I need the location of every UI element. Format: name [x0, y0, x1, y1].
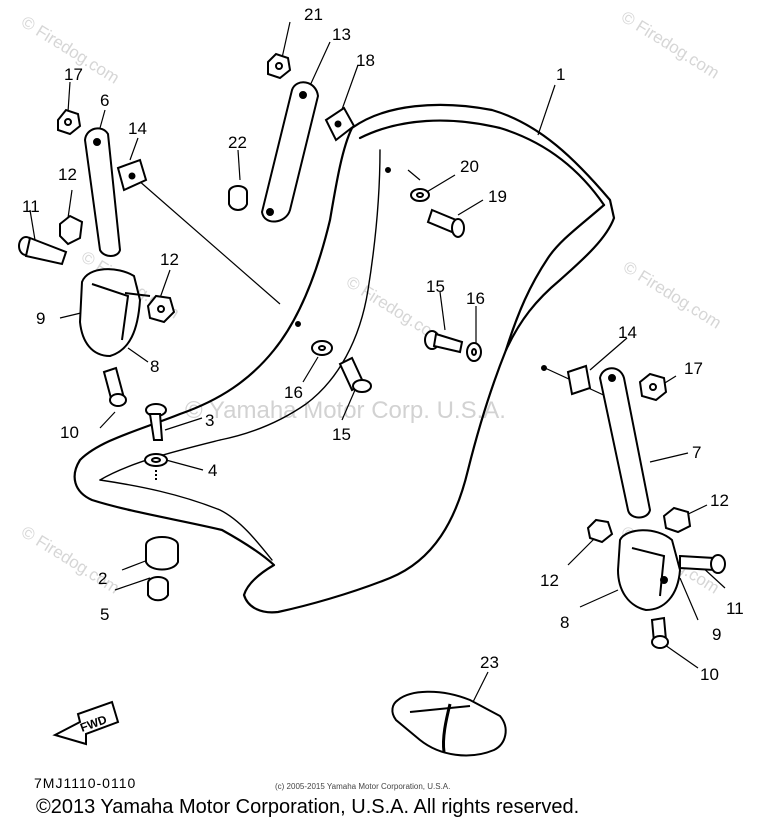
callout-18: 18 — [356, 51, 375, 70]
watermark-firedog: © Firedog.com — [618, 7, 723, 82]
callout-23: 23 — [480, 653, 499, 672]
washer-20 — [385, 167, 430, 202]
collar-12-right-top — [662, 506, 692, 534]
callout-12: 12 — [58, 165, 77, 184]
screw-3 — [145, 403, 167, 441]
nut-21 — [267, 52, 292, 80]
callout-5: 5 — [100, 605, 109, 624]
rubber-18 — [324, 106, 356, 142]
nut-17-right — [638, 372, 668, 402]
callout-19: 19 — [488, 187, 507, 206]
damper-2 — [145, 536, 179, 571]
callout-8: 8 — [150, 357, 159, 376]
callout-7: 7 — [692, 443, 701, 462]
callout-10-right: 10 — [700, 665, 719, 684]
callout-11-right: 11 — [726, 599, 744, 618]
washer-4 — [144, 453, 168, 480]
bolt-11-right — [679, 554, 726, 574]
callout-1: 1 — [556, 65, 565, 84]
bolt-11-left — [18, 236, 68, 266]
callout-12-right-top: 12 — [710, 491, 729, 510]
nut-17-left — [57, 108, 82, 136]
screw-15-center — [338, 356, 372, 393]
callout-22: 22 — [228, 133, 247, 152]
callout-13: 13 — [332, 25, 351, 44]
footer-copyright: ©2013 Yamaha Motor Corporation, U.S.A. A… — [36, 796, 580, 818]
watermark-firedog: © Firedog.com — [620, 257, 725, 332]
collar-22 — [228, 185, 248, 211]
callout-16: 16 — [466, 289, 485, 308]
washer-16-center — [295, 321, 333, 356]
nut-12-right-side — [586, 518, 614, 544]
bolt-10-left — [102, 366, 127, 407]
callout-8-right: 8 — [560, 613, 569, 632]
callout-15-b: 15 — [332, 425, 351, 444]
watermark-yamaha: © Yamaha Motor Corp. U.S.A. — [185, 397, 506, 424]
callout-15: 15 — [426, 277, 445, 296]
rubber-14-left — [116, 158, 148, 192]
seat-part-1 — [73, 103, 616, 614]
callout-12-right-bottom: 12 — [540, 571, 559, 590]
callout-10: 10 — [60, 423, 79, 442]
screw-15-right — [424, 330, 464, 354]
nut-5 — [147, 576, 169, 602]
nut-12-left-side — [146, 294, 176, 324]
rubber-14-right — [541, 364, 592, 396]
screw-19 — [426, 208, 465, 238]
callout-12-b: 12 — [160, 250, 179, 269]
callout-14: 14 — [128, 119, 147, 138]
tool-pouch-23 — [391, 690, 507, 757]
small-copyright: (c) 2005-2015 Yamaha Motor Corporation, … — [275, 782, 451, 791]
stay-bracket-13 — [260, 81, 320, 223]
callout-3: 3 — [205, 411, 214, 430]
mount-bracket-8-9-left — [78, 268, 151, 358]
callout-21: 21 — [304, 5, 323, 24]
callout-20: 20 — [460, 157, 479, 176]
diagram-code: 7MJ1110-0110 — [34, 775, 137, 791]
washer-16-right — [466, 342, 482, 362]
fwd-arrow-icon: FWD — [52, 700, 120, 746]
callout-2: 2 — [98, 569, 107, 588]
callout-numbers: 1 2 3 4 5 6 7 8 8 9 9 10 10 11 11 12 12 … — [22, 5, 744, 684]
callout-16-b: 16 — [284, 383, 303, 402]
stay-bracket-6 — [83, 127, 122, 257]
callout-17-right: 17 — [684, 359, 703, 378]
callout-9-right: 9 — [712, 625, 721, 644]
leader-lines — [29, 21, 726, 713]
callout-17: 17 — [64, 65, 83, 84]
mount-bracket-8-9-right — [616, 529, 682, 612]
callout-9: 9 — [36, 309, 45, 328]
collar-12-left-top — [59, 214, 84, 246]
callout-11: 11 — [22, 197, 40, 216]
bolt-10-right — [650, 616, 669, 649]
stay-bracket-7 — [598, 367, 652, 519]
callout-4: 4 — [208, 461, 217, 480]
callout-14-right: 14 — [618, 323, 637, 342]
callout-6: 6 — [100, 91, 109, 110]
exploded-view-svg: © Firedog.com © Firedog.com © Firedog.co… — [18, 5, 744, 757]
